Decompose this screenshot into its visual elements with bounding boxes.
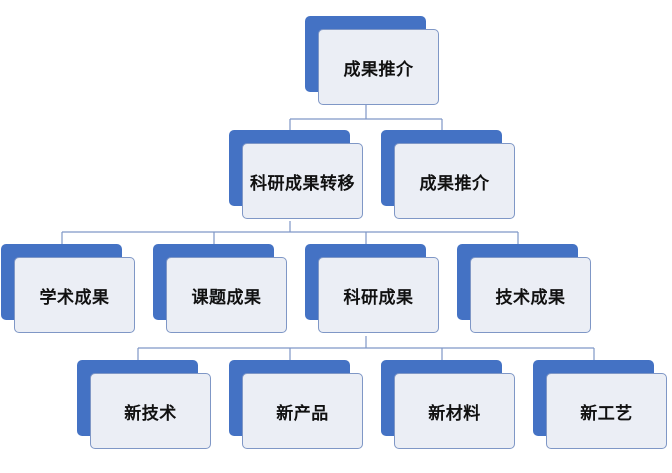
node-card: 科研成果 bbox=[318, 257, 439, 333]
node-card: 科研成果转移 bbox=[242, 143, 363, 219]
node-label: 课题成果 bbox=[191, 287, 262, 308]
node-label: 新工艺 bbox=[580, 403, 633, 424]
node-card: 课题成果 bbox=[166, 257, 287, 333]
node-card: 新材料 bbox=[394, 373, 515, 449]
node-card: 新技术 bbox=[90, 373, 211, 449]
node-label: 科研成果 bbox=[343, 287, 414, 308]
node-label: 新产品 bbox=[276, 403, 329, 424]
node-card: 技术成果 bbox=[470, 257, 591, 333]
node-card: 新工艺 bbox=[546, 373, 667, 449]
node-card: 成果推介 bbox=[394, 143, 515, 219]
node-label: 学术成果 bbox=[39, 287, 110, 308]
node-card: 新产品 bbox=[242, 373, 363, 449]
node-label: 科研成果转移 bbox=[250, 173, 355, 194]
node-card: 成果推介 bbox=[318, 29, 439, 105]
node-label: 技术成果 bbox=[495, 287, 566, 308]
node-label: 成果推介 bbox=[419, 173, 490, 194]
node-label: 新技术 bbox=[124, 403, 177, 424]
node-label: 新材料 bbox=[428, 403, 481, 424]
node-label: 成果推介 bbox=[343, 59, 414, 80]
node-card: 学术成果 bbox=[14, 257, 135, 333]
